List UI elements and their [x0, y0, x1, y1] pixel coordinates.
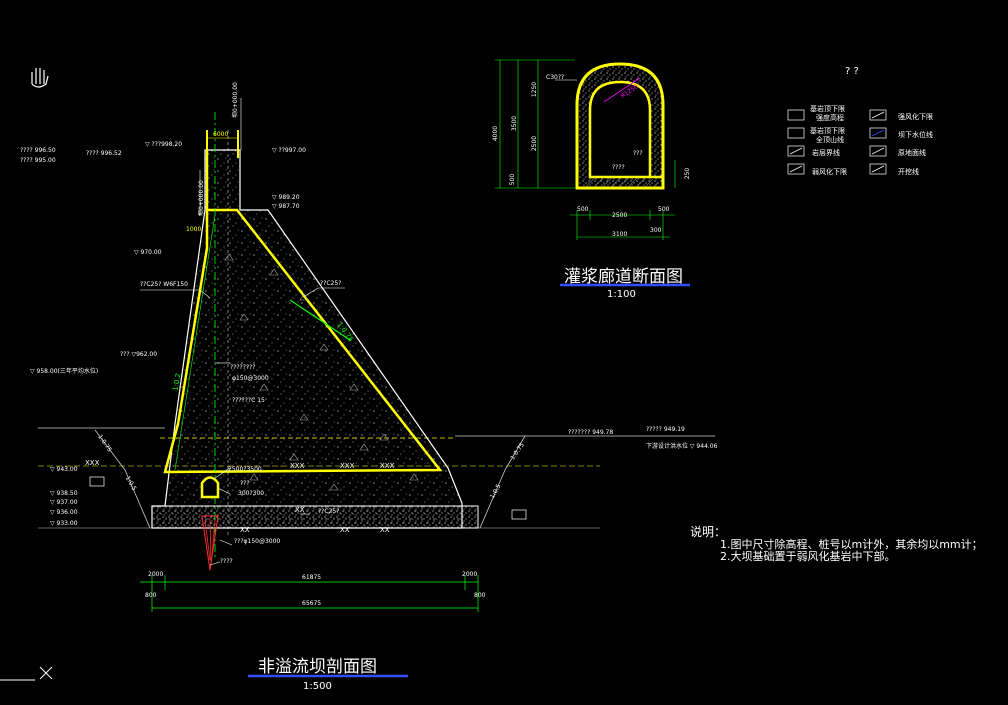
rock-symbols [89, 476, 527, 520]
svg-text:XX: XX [340, 526, 350, 534]
gallery-inner [588, 80, 664, 179]
rock-marks: XXX XXX XXX XXX XX XX XX XX [85, 459, 395, 534]
downstream-dim [289, 299, 351, 341]
legend-boxes [787, 109, 887, 175]
svg-text:XXX: XXX [340, 462, 355, 470]
gallery-small [200, 476, 220, 499]
ucs-icon [0, 666, 53, 681]
svg-text:XXX: XXX [290, 462, 305, 470]
main-dimensions [140, 575, 479, 612]
hand-icon[interactable] [31, 68, 49, 88]
upstream-dim [174, 214, 216, 471]
dam-section: XXX XXX XXX XXX XX XX XX XX [38, 112, 715, 571]
svg-text:XX: XX [380, 526, 390, 534]
foundation [151, 505, 479, 529]
svg-text:XX: XX [295, 506, 305, 514]
crest-dims [199, 98, 242, 216]
excavation-right [479, 435, 526, 529]
svg-text:XXX: XXX [85, 459, 100, 467]
svg-text:XXX: XXX [380, 462, 395, 470]
aggregate-marks [224, 253, 419, 491]
inner-concrete-outline [163, 150, 443, 474]
svg-text:XX: XX [240, 526, 250, 534]
grout-curtain [201, 515, 219, 571]
gallery-section [495, 59, 676, 240]
excavation-left [94, 429, 151, 529]
